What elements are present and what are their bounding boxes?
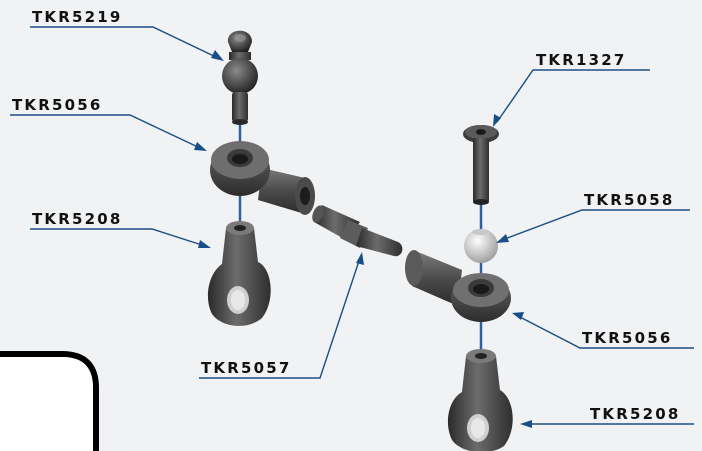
label-tkr5208-right: TKR5208 — [590, 405, 681, 423]
part-tkr5058-ball — [464, 229, 498, 263]
part-tkr5208-hub-right — [447, 349, 513, 451]
corner-frame — [0, 351, 99, 451]
part-tkr5056-rod-end-right — [405, 250, 511, 322]
part-tkr5057-turnbuckle — [312, 205, 403, 257]
part-tkr5219-ball-stud — [222, 30, 258, 125]
label-tkr5208-left: TKR5208 — [32, 210, 123, 228]
label-tkr5056-right: TKR5056 — [582, 329, 673, 347]
part-tkr5056-rod-end-left — [210, 141, 315, 215]
label-tkr5056-left: TKR5056 — [12, 96, 103, 114]
label-tkr5057: TKR5057 — [201, 359, 292, 377]
leader-lines — [10, 26, 694, 425]
part-tkr1327-screw — [463, 125, 499, 205]
label-tkr5219: TKR5219 — [32, 8, 123, 26]
label-tkr5058: TKR5058 — [584, 191, 675, 209]
leader-arrowheads — [194, 50, 532, 428]
part-tkr5208-hub-left — [207, 221, 271, 326]
label-tkr1327: TKR1327 — [536, 51, 627, 69]
